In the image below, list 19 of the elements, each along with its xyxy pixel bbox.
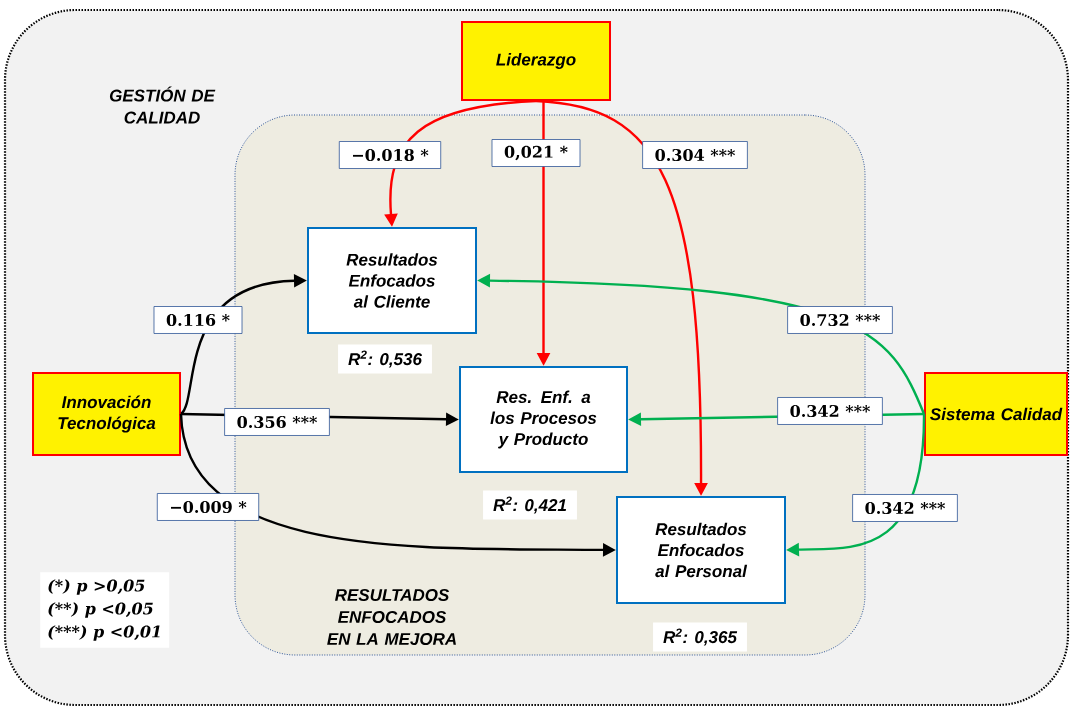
factor-box: Sistema Calidad — [924, 372, 1068, 456]
result-box: Resultados Enfocados al Personal — [616, 496, 786, 604]
edge-label: 0,021 * — [491, 139, 581, 167]
edge-label: 0.342 *** — [777, 397, 883, 425]
edge-label: −0.009 * — [156, 493, 260, 521]
edge-label: 0.304 *** — [642, 141, 748, 169]
factor-box: Innovación Tecnológica — [32, 372, 181, 456]
result-box: Resultados Enfocados al Cliente — [307, 227, 477, 334]
r-squared-label: R$^{2}$: 0,536 — [338, 344, 432, 374]
significance-note: (*) p >0,05 (**) p <0,05 (***) p <0,01 — [40, 572, 170, 648]
edge-label: 0.732 *** — [787, 306, 893, 334]
r-squared-label: R$^{2}$: 0,421 — [483, 490, 577, 520]
r-squared-label: R$^{2}$: 0,365 — [653, 622, 747, 652]
result-box: Res. Enf. a los Procesos y Producto — [459, 366, 628, 473]
factor-box: Liderazgo — [461, 21, 611, 101]
edge-label: 0.116 * — [153, 306, 243, 334]
edge-label: 0.356 *** — [224, 408, 330, 436]
edge-label: −0.018 * — [338, 141, 442, 169]
edge-label: 0.342 *** — [852, 494, 958, 522]
